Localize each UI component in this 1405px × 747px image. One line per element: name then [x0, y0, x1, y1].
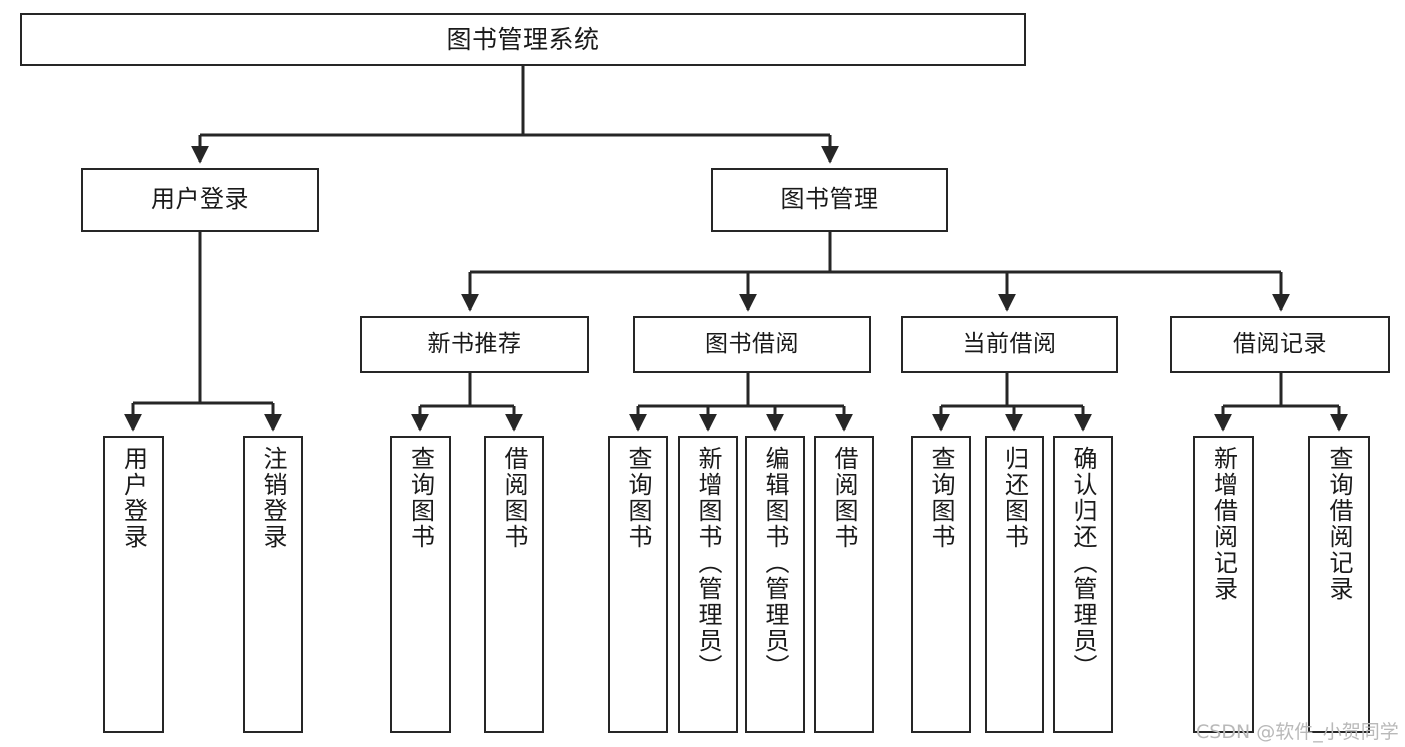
- node-label: 借阅记录: [1233, 331, 1327, 358]
- node-label: 查询图书: [406, 446, 435, 550]
- leaf-query-book-2[interactable]: 查询图书: [608, 436, 668, 733]
- node-current-borrow[interactable]: 当前借阅: [901, 316, 1118, 373]
- leaf-return-book[interactable]: 归还图书: [985, 436, 1044, 733]
- node-label: 查询图书: [624, 446, 652, 550]
- node-label: 图书管理: [780, 185, 879, 214]
- node-label: 编辑图书（管理员）: [761, 446, 789, 680]
- node-label: 图书借阅: [705, 331, 799, 358]
- leaf-user-login[interactable]: 用户登录: [103, 436, 164, 733]
- leaf-logout[interactable]: 注销登录: [243, 436, 303, 733]
- node-label: 归还图书: [1000, 446, 1029, 550]
- node-label: 图书管理系统: [446, 25, 600, 54]
- leaf-borrow-book-1[interactable]: 借阅图书: [484, 436, 544, 733]
- leaf-add-borrow-record[interactable]: 新增借阅记录: [1193, 436, 1254, 733]
- leaf-add-book-admin[interactable]: 新增图书（管理员）: [678, 436, 738, 733]
- leaf-query-book-1[interactable]: 查询图书: [390, 436, 451, 733]
- node-book-borrow[interactable]: 图书借阅: [633, 316, 871, 373]
- node-label: 借阅图书: [500, 446, 528, 550]
- leaf-query-borrow-record[interactable]: 查询借阅记录: [1308, 436, 1370, 733]
- node-label: 用户登录: [151, 185, 249, 214]
- node-label: 查询借阅记录: [1325, 446, 1353, 602]
- leaf-confirm-return-admin[interactable]: 确认归还（管理员）: [1053, 436, 1113, 733]
- node-label: 查询图书: [927, 446, 955, 550]
- node-book-management-system[interactable]: 图书管理系统: [20, 13, 1026, 66]
- leaf-query-book-3[interactable]: 查询图书: [911, 436, 971, 733]
- node-label: 借阅图书: [830, 446, 858, 550]
- node-label: 用户登录: [119, 446, 148, 550]
- node-book-management[interactable]: 图书管理: [711, 168, 948, 232]
- node-user-login[interactable]: 用户登录: [81, 168, 319, 232]
- watermark: CSDN @软件_小贺同学: [1196, 721, 1399, 743]
- leaf-edit-book-admin[interactable]: 编辑图书（管理员）: [745, 436, 805, 733]
- node-label: 新增借阅记录: [1209, 446, 1238, 602]
- node-new-book-recommend[interactable]: 新书推荐: [360, 316, 589, 373]
- node-label: 新书推荐: [427, 331, 522, 358]
- node-label: 确认归还（管理员）: [1069, 446, 1097, 680]
- node-label: 当前借阅: [962, 331, 1057, 358]
- node-label: 新增图书（管理员）: [694, 446, 722, 680]
- leaf-borrow-book-2[interactable]: 借阅图书: [814, 436, 874, 733]
- node-label: 注销登录: [259, 446, 287, 550]
- node-borrow-record[interactable]: 借阅记录: [1170, 316, 1390, 373]
